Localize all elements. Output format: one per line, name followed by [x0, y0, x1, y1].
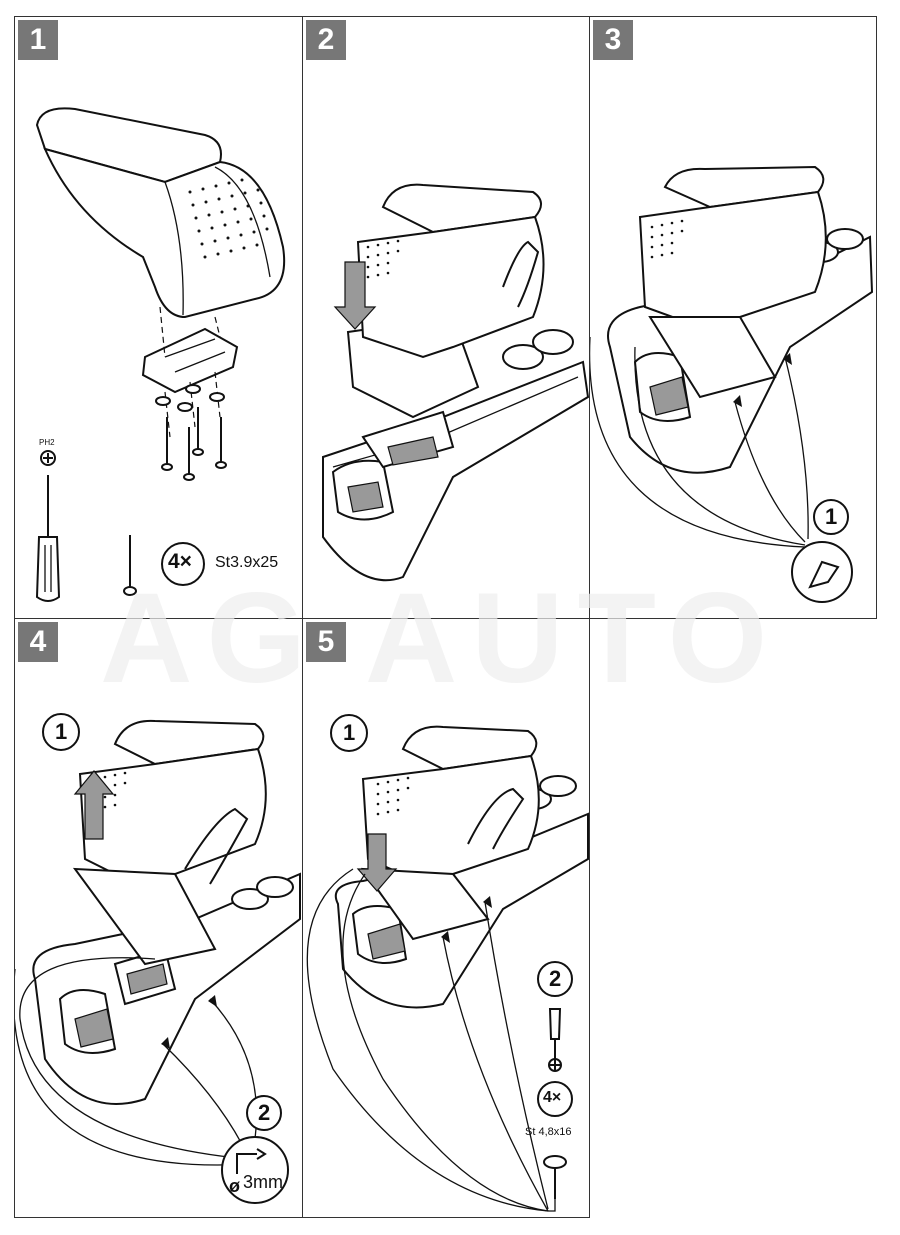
step-circle-label: 1 [825, 504, 838, 529]
step-2-panel: 2 [302, 16, 590, 619]
step-3-panel: 3 1 [589, 16, 877, 619]
step-4-panel: 4 1 2 ø 3mm [14, 618, 303, 1218]
up-arrow-icon [73, 770, 115, 840]
step-circle-2-label: 2 [258, 1100, 271, 1125]
step-1-illustration [35, 107, 286, 602]
hand-tool-icon [791, 541, 853, 603]
perforation-dots [366, 239, 400, 279]
step-number: 2 [306, 20, 346, 60]
perforation-dots [650, 219, 684, 259]
step-1-panel: 1 [14, 16, 303, 619]
step-number: 5 [306, 622, 346, 662]
perforation-dots [376, 776, 410, 816]
step-3-illustration [590, 165, 874, 603]
perforation-dots [188, 178, 269, 259]
quantity-label: 4× [168, 550, 192, 573]
step-4-illustration [15, 713, 301, 1204]
quantity-label: 4× [543, 1089, 562, 1106]
step-circle-1-label: 1 [55, 719, 68, 744]
step-number: 1 [18, 20, 58, 60]
screwdriver-icon [35, 536, 61, 602]
screw-spec-label: St 4,8x16 [525, 1126, 572, 1138]
step-number: 4 [18, 622, 58, 662]
screw-spec-label: St3.9x25 [215, 554, 279, 571]
tool-label: PH2 [39, 438, 55, 447]
step-circle-1-label: 1 [343, 720, 356, 745]
step-2-illustration [322, 183, 589, 582]
diameter-symbol: ø [229, 1176, 240, 1196]
down-arrow-icon [333, 261, 377, 330]
screw-icon [543, 1155, 567, 1169]
screwdriver-icon [548, 1008, 562, 1040]
step-5-illustration [306, 714, 589, 1212]
drill-spec-label: 3mm [243, 1172, 283, 1192]
down-arrow-icon [356, 833, 398, 892]
step-number: 3 [593, 20, 633, 60]
step-5-panel: 5 [302, 618, 590, 1218]
step-circle-2-label: 2 [549, 966, 562, 991]
